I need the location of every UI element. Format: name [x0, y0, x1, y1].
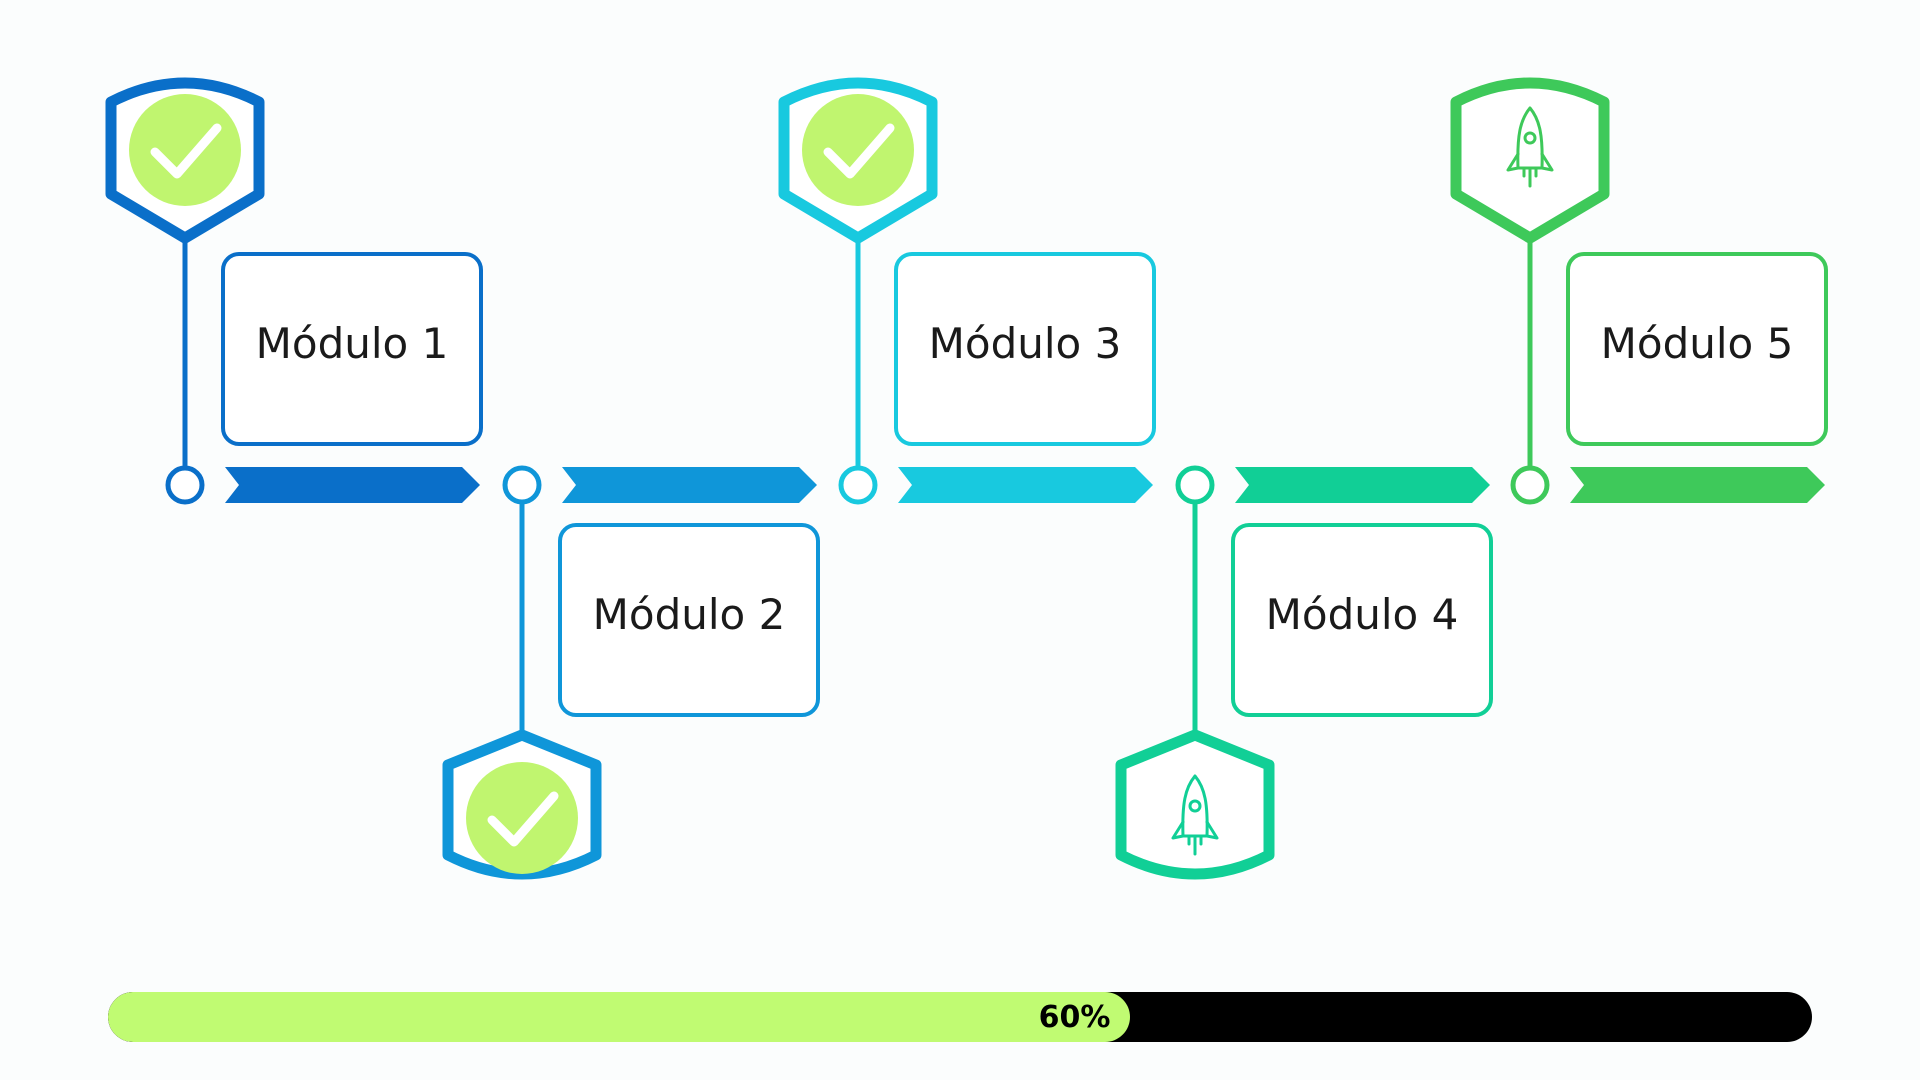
rocket-fin-left [1506, 152, 1520, 172]
module-node-5: Módulo 5 [1450, 77, 1828, 505]
rocket-window [1188, 799, 1202, 813]
module-node-2: Módulo 2 [442, 465, 820, 880]
progress-bar: 60% [108, 992, 1812, 1042]
timeline-node [1175, 465, 1215, 505]
timeline-arrow [1570, 467, 1825, 503]
check-circle [129, 94, 241, 206]
progress-fill: 60% [108, 992, 1131, 1042]
timeline-node [838, 465, 878, 505]
badge-shield [1115, 729, 1275, 880]
module-box [1566, 252, 1828, 446]
timeline-node [1510, 465, 1550, 505]
timeline-node [165, 465, 205, 505]
badge-shield [1450, 77, 1610, 244]
rocket-fin-right [1205, 820, 1219, 840]
module-node-4: Módulo 4 [1115, 465, 1493, 880]
timeline-node [502, 465, 542, 505]
module-label-3: Módulo 3 [929, 319, 1122, 368]
module-label-5: Módulo 5 [1601, 319, 1794, 368]
check-mark [150, 123, 222, 179]
progress-label: 60% [1038, 999, 1111, 1035]
timeline-arrow [898, 467, 1153, 503]
module-box [221, 252, 483, 446]
check-circle [802, 94, 914, 206]
module-box [1231, 523, 1493, 717]
module-box [894, 252, 1156, 446]
timeline-arrow [562, 467, 817, 503]
check-circle [466, 762, 578, 874]
rocket-window [1523, 131, 1537, 145]
rocket-icon [1171, 774, 1219, 856]
rocket-fin-left [1171, 820, 1185, 840]
timeline-arrow [225, 467, 480, 503]
rocket-flame [1522, 166, 1538, 188]
rocket-fin-right [1540, 152, 1554, 172]
module-label-1: Módulo 1 [256, 319, 449, 368]
module-node-1: Módulo 1 [105, 77, 483, 505]
module-label-4: Módulo 4 [1266, 590, 1459, 639]
rocket-icon [1506, 106, 1554, 188]
module-node-3: Módulo 3 [778, 77, 1156, 505]
rocket-flame [1187, 834, 1203, 856]
check-mark [823, 123, 895, 179]
module-box [558, 523, 820, 717]
module-label-2: Módulo 2 [593, 590, 786, 639]
timeline-arrow [1235, 467, 1490, 503]
check-mark [487, 791, 559, 847]
